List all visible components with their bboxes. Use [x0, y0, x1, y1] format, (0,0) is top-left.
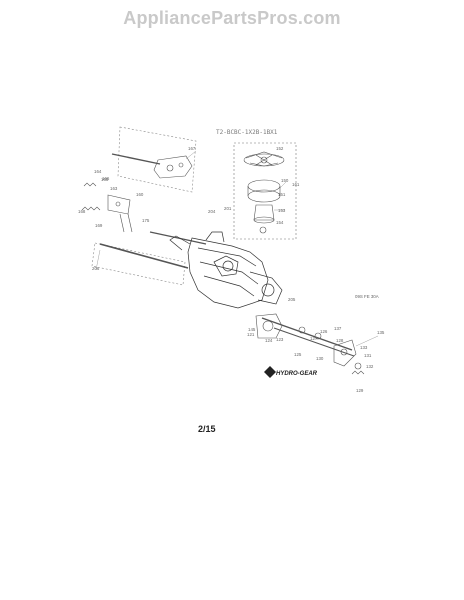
callout: 145: [248, 327, 256, 332]
callout: 132: [366, 364, 374, 369]
hydro-gear-logo: HYDRO-GEAR: [264, 366, 318, 378]
control-arm-icon: [107, 194, 133, 233]
hub-icon: [253, 204, 275, 224]
callout: 130: [316, 356, 324, 361]
spring-icon: [81, 206, 101, 211]
callout: 165: [101, 177, 109, 182]
callout-numbers: 121 123 124 125 126 127 128 129 130 131 …: [78, 146, 385, 393]
linkage-outline: [117, 126, 197, 193]
brake-bracket-icon: [333, 339, 357, 367]
fan-icon: [243, 151, 285, 167]
callout: 205: [288, 297, 296, 302]
svg-text:HYDRO-GEAR: HYDRO-GEAR: [276, 371, 318, 377]
transaxle-housing: [169, 231, 283, 309]
callout: 163: [110, 186, 118, 191]
callout: 135: [377, 330, 385, 335]
pulley-icon: [247, 179, 281, 203]
callout: 128: [336, 338, 344, 343]
callout: 125: [294, 352, 302, 357]
callout: 160: [136, 192, 144, 197]
nut-icon: [259, 226, 267, 234]
control-rod: [111, 153, 161, 165]
site-title: AppliancePartsPros.com: [123, 8, 341, 28]
callout: 175: [142, 218, 150, 223]
washer-icons: [298, 326, 362, 370]
callout: 131: [364, 353, 372, 358]
callout: 151: [278, 192, 286, 197]
callout: 129: [356, 388, 364, 393]
callout: 126: [320, 329, 328, 334]
spring-icon-2: [83, 182, 97, 187]
reference-note: 09S FE 30A: [355, 294, 379, 299]
callout: 137: [334, 326, 342, 331]
page-number: 2/15: [198, 424, 216, 434]
fan-assembly-box: [233, 142, 297, 240]
callout: 133: [360, 345, 368, 350]
part-code-label: T2-BCBC-1X2B-1BX1: [216, 129, 278, 136]
callout: 169: [95, 223, 103, 228]
callout: 152: [276, 146, 284, 151]
axle-housing-icon: [255, 313, 283, 339]
callout: 168: [78, 209, 86, 214]
callout: 166: [102, 176, 110, 181]
callout: 153: [278, 208, 286, 213]
callout: 154: [276, 220, 284, 225]
callout: 124: [265, 338, 273, 343]
callout: 167: [188, 146, 196, 151]
callout: 201: [224, 206, 232, 211]
callout: 121: [247, 332, 255, 337]
callout: 206: [92, 266, 100, 271]
callout: 161: [292, 182, 300, 187]
callout: 204: [208, 209, 216, 214]
bracket-icon: [153, 155, 193, 179]
callout: 127: [310, 336, 318, 341]
rod-outline: [91, 242, 186, 286]
callout: 150: [281, 178, 289, 183]
callout: 123: [276, 337, 284, 342]
shaft: [149, 231, 207, 245]
small-spring-icon: [351, 370, 365, 375]
callout: 164: [94, 169, 102, 174]
axle-shaft: [261, 317, 355, 357]
bypass-rod: [99, 243, 189, 269]
